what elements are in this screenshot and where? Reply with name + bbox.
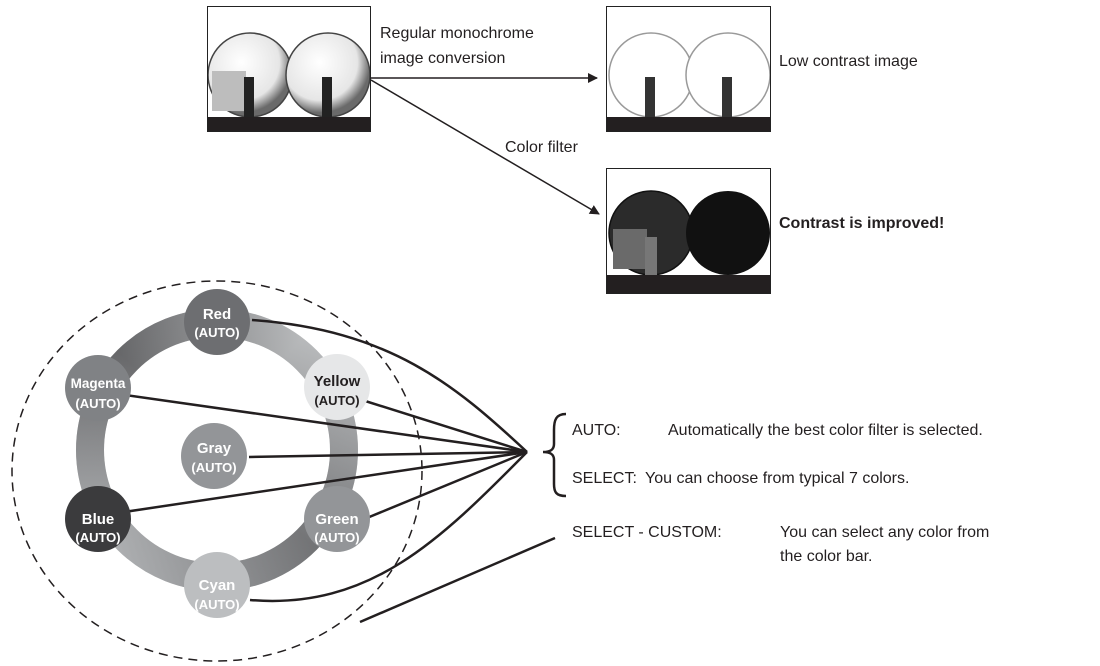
svg-text:(AUTO): (AUTO) bbox=[314, 530, 359, 545]
svg-text:(AUTO): (AUTO) bbox=[314, 393, 359, 408]
arrow1-label-line1: Regular monochrome bbox=[380, 25, 534, 42]
legend-select-desc: You can choose from typical 7 colors. bbox=[645, 470, 910, 487]
node-gray[interactable]: Gray (AUTO) bbox=[181, 423, 247, 489]
arrow-color-filter bbox=[370, 79, 600, 215]
legend-select-key: SELECT: bbox=[572, 470, 637, 487]
svg-text:Cyan: Cyan bbox=[199, 577, 236, 594]
contrast-improved-image bbox=[606, 168, 771, 294]
svg-text:Blue: Blue bbox=[82, 511, 115, 528]
legend-auto-key: AUTO: bbox=[572, 422, 621, 439]
node-magenta[interactable]: Magenta (AUTO) bbox=[65, 355, 131, 421]
svg-text:Yellow: Yellow bbox=[314, 373, 361, 390]
node-red[interactable]: Red (AUTO) bbox=[184, 289, 250, 355]
legend-custom-desc-line1: You can select any color from bbox=[780, 524, 990, 541]
dashed-boundary bbox=[11, 280, 423, 662]
svg-text:(AUTO): (AUTO) bbox=[191, 460, 236, 475]
svg-text:Gray: Gray bbox=[197, 440, 232, 457]
arrow2-label: Color filter bbox=[505, 139, 578, 156]
legend-auto-desc: Automatically the best color filter is s… bbox=[668, 422, 983, 439]
node-green[interactable]: Green (AUTO) bbox=[304, 486, 370, 552]
low-contrast-label: Low contrast image bbox=[779, 53, 918, 70]
node-blue[interactable]: Blue (AUTO) bbox=[65, 486, 131, 552]
svg-text:Magenta: Magenta bbox=[71, 376, 126, 391]
node-yellow[interactable]: Yellow (AUTO) bbox=[304, 354, 370, 420]
node-cyan[interactable]: Cyan (AUTO) bbox=[184, 552, 250, 618]
svg-text:(AUTO): (AUTO) bbox=[75, 396, 120, 411]
svg-text:Green: Green bbox=[315, 511, 358, 528]
svg-text:(AUTO): (AUTO) bbox=[194, 597, 239, 612]
contrast-improved-label: Contrast is improved! bbox=[779, 215, 945, 232]
legend-custom-key: SELECT - CUSTOM: bbox=[572, 524, 722, 541]
legend-custom-desc-line2: the color bar. bbox=[780, 548, 873, 565]
low-contrast-image bbox=[606, 6, 771, 132]
svg-text:(AUTO): (AUTO) bbox=[75, 530, 120, 545]
curly-brace bbox=[542, 412, 567, 498]
connector-lines bbox=[123, 318, 556, 624]
svg-text:(AUTO): (AUTO) bbox=[194, 325, 239, 340]
original-image bbox=[207, 6, 371, 132]
svg-text:Red: Red bbox=[203, 306, 231, 323]
arrow1-label-line2: image conversion bbox=[380, 50, 506, 67]
